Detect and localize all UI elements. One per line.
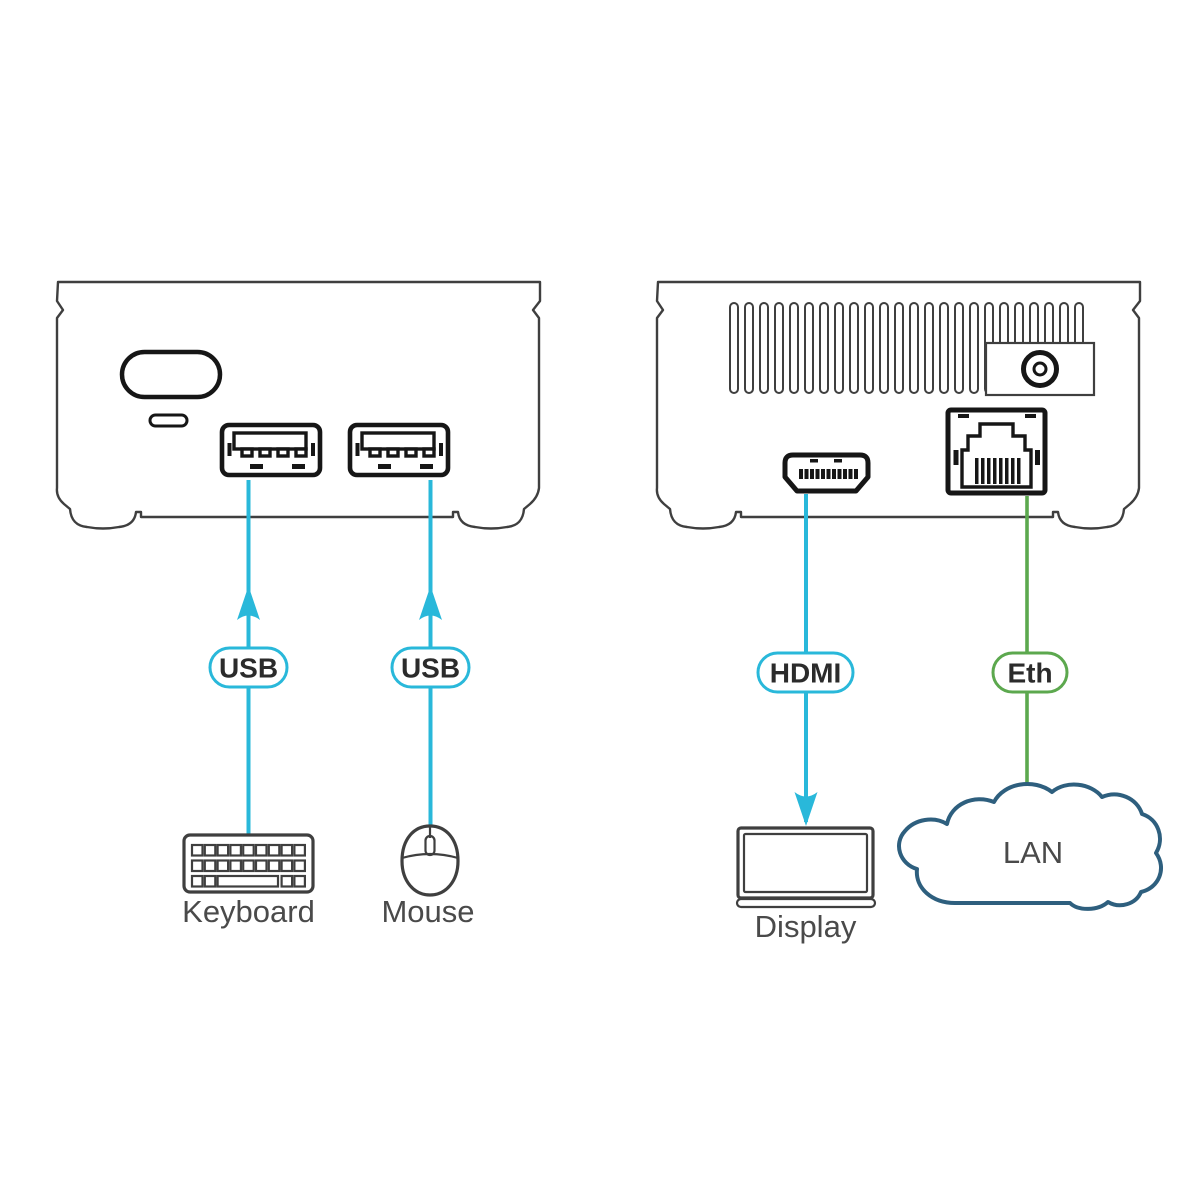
ethernet-port [945, 407, 1048, 496]
mouse-label: Mouse [381, 894, 474, 929]
usb-port-2 [350, 425, 448, 475]
arrow-up-mouse-icon [419, 586, 442, 620]
keyboard-icon [182, 833, 315, 894]
usb-label-mouse: USB [390, 646, 471, 689]
power-button [119, 349, 223, 400]
display-label: Display [755, 909, 857, 944]
arrow-up-keyboard-icon [237, 586, 260, 620]
cloud-icon [897, 782, 1163, 911]
usb-label-keyboard-text: USB [219, 653, 278, 684]
eth-label-text: Eth [1007, 658, 1052, 689]
keyboard-label: Keyboard [182, 894, 315, 929]
front-device-chassis [55, 280, 542, 530]
power-jack-pin-icon [1032, 361, 1048, 377]
display-icon [735, 826, 877, 909]
front-device [55, 280, 542, 530]
hdmi-label: HDMI [756, 651, 855, 694]
power-jack [984, 341, 1096, 397]
lan-label: LAN [1003, 835, 1063, 870]
hdmi-pins [799, 459, 858, 479]
lan-cloud: LAN [897, 782, 1163, 911]
hdmi-label-text: HDMI [770, 658, 842, 689]
arrow-down-display-icon [794, 792, 818, 826]
eth-label: Eth [991, 651, 1069, 694]
mouse-icon [400, 824, 460, 897]
status-led [148, 413, 189, 428]
usb-port-1 [222, 425, 320, 475]
usb-label-mouse-text: USB [401, 653, 460, 684]
ethernet-pins [953, 414, 1040, 484]
hdmi-port [782, 452, 871, 494]
usb-label-keyboard: USB [208, 646, 289, 689]
vent-grille [729, 302, 1084, 394]
keyboard-keys [190, 843, 306, 888]
back-device [655, 280, 1142, 530]
